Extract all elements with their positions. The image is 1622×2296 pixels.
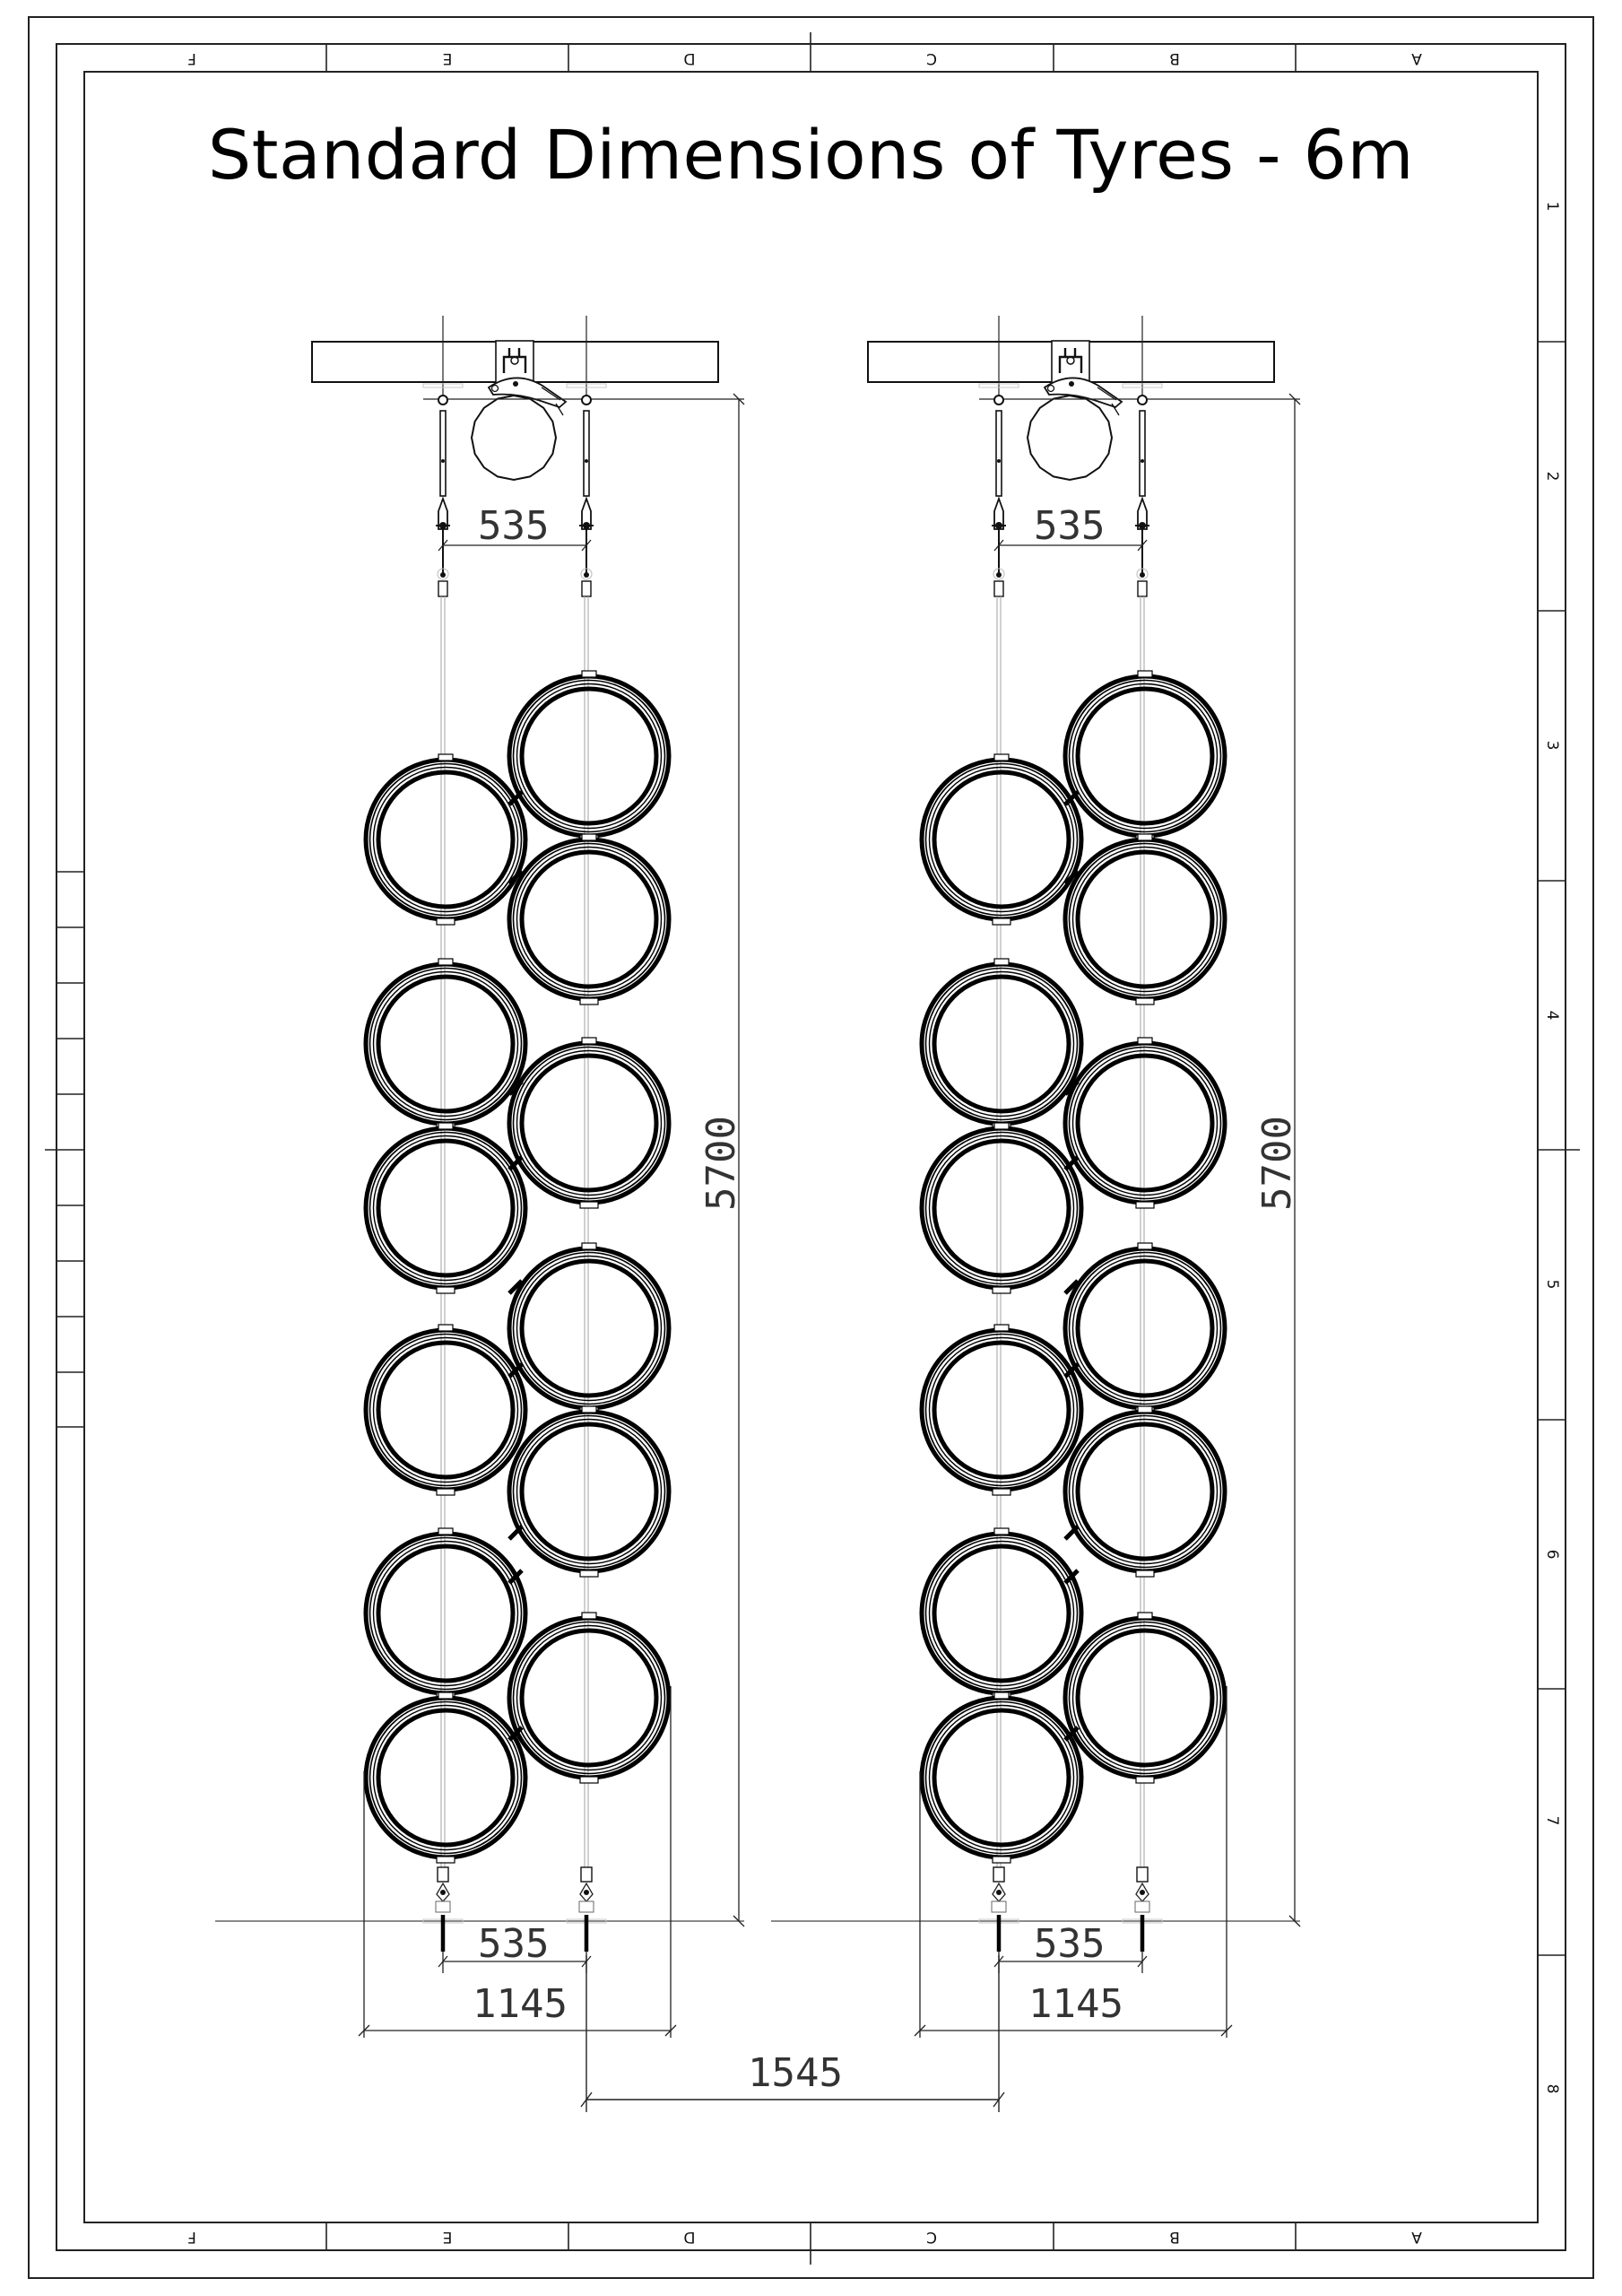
pulley-wheel [1026,394,1114,482]
tyre [507,670,672,842]
dimensions [914,393,1301,2038]
dim-bottom-cable-spacing-left: 535 [478,1921,550,1967]
dim-bottom-cable-spacing-right: 535 [1034,1921,1106,1967]
dim-top-cable-spacing-right: 535 [1034,503,1106,549]
column-label-f: F [187,49,196,67]
column-label-a: A [1411,49,1422,67]
column-label-b: B [1169,49,1180,67]
tyre [507,1612,672,1784]
tyre-column-right [507,670,672,1784]
column-label-c-bottom: C [926,2228,937,2246]
tyre [363,1692,528,1864]
tyre [363,753,528,926]
tyre [363,1527,528,1700]
dim-assembly-spacing: 1545 [748,2050,843,2096]
sheet-frame [28,16,1594,2279]
tyre [1063,1037,1227,1209]
column-label-d-bottom: D [683,2228,696,2246]
row-label-2: 2 [1543,471,1561,482]
tyre-column-left [919,753,1084,1864]
cable [978,316,1019,1952]
dimension-1545 [580,1955,1005,2112]
column-label-e: E [442,49,453,67]
row-label-8: 8 [1543,2083,1561,2094]
tyre [507,833,672,1005]
tyre [919,1527,1084,1700]
row-label-4: 4 [1543,1010,1561,1021]
tyre [1063,670,1227,842]
tyre-assembly-right [771,316,1301,2038]
dim-overall-width-right: 1145 [1028,1981,1123,2027]
tyre-column-right [1063,670,1227,1784]
tyre [919,1692,1084,1864]
tyre [507,1242,672,1414]
tyre-column-left [363,753,528,1864]
tyre [1063,833,1227,1005]
page-title: Standard Dimensions of Tyres - 6m [207,115,1415,195]
cable [566,316,607,1952]
column-label-c: C [926,49,937,67]
dim-overall-width-left: 1145 [473,1981,568,2027]
tyre [507,1405,672,1578]
cable [422,316,464,1952]
column-label-b-bottom: B [1169,2228,1180,2246]
tyre [919,1324,1084,1496]
row-label-1: 1 [1543,201,1561,212]
tyre [919,1122,1084,1294]
cable [1122,316,1163,1952]
middle-border [56,43,1566,2251]
dim-height-left: 5700 [698,1116,744,1211]
tyre [363,958,528,1130]
column-label-e-bottom: E [442,2228,453,2246]
row-label-7: 7 [1543,1815,1561,1826]
column-label-f-bottom: F [187,2228,196,2246]
row-label-3: 3 [1543,740,1561,751]
outer-border [28,16,1594,2279]
column-label-d: D [683,49,696,67]
zone-dividers [45,32,1580,2265]
tyre [363,1324,528,1496]
pulley-wheel [470,394,558,482]
column-label-a-bottom: A [1411,2228,1422,2246]
row-label-6: 6 [1543,1549,1561,1560]
dim-height-right: 5700 [1253,1116,1300,1211]
row-label-5: 5 [1543,1279,1561,1290]
tyre [1063,1612,1227,1784]
tyre [1063,1405,1227,1578]
inner-border [83,71,1539,2223]
tyre [919,958,1084,1130]
dimensions [358,393,745,2038]
tyre [507,1037,672,1209]
tyre-assembly-left [215,316,745,2038]
tyre [363,1122,528,1294]
tyre [919,753,1084,926]
tyre [1063,1242,1227,1414]
dim-top-cable-spacing-left: 535 [478,503,550,549]
